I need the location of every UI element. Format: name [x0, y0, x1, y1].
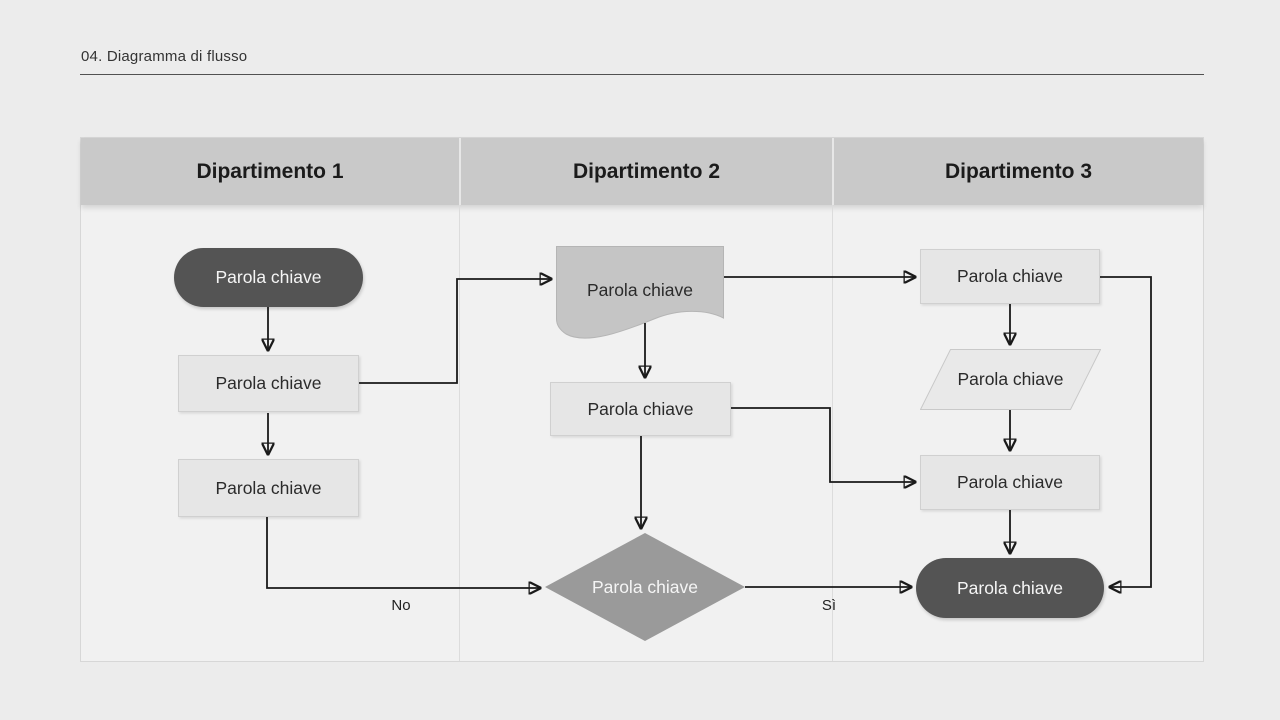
- node-process-a: Parola chiave: [178, 355, 359, 412]
- node-label: Parola chiave: [587, 398, 694, 419]
- page-title: 04. Diagramma di flusso: [81, 48, 248, 65]
- decision-diamond-shape: [545, 533, 745, 641]
- node-start-terminator: Parola chiave: [174, 248, 363, 307]
- node-decision: Parola chiave: [545, 533, 745, 641]
- title-divider: [80, 74, 1204, 75]
- node-label: Parola chiave: [586, 279, 694, 300]
- node-document: Parola chiave: [556, 246, 724, 346]
- node-process-c: Parola chiave: [550, 382, 731, 436]
- node-label: Parola chiave: [956, 266, 1064, 286]
- node-process-e: Parola chiave: [920, 455, 1100, 510]
- node-label: Parola chiave: [215, 477, 322, 498]
- node-label: Parola chiave: [957, 369, 1064, 389]
- node-end-terminator: Parola chiave: [916, 558, 1104, 618]
- node-label: Parola chiave: [215, 373, 322, 393]
- lane-header-dipartimento-2: Dipartimento 2: [459, 138, 832, 205]
- lane-header-dipartimento-3: Dipartimento 3: [832, 138, 1203, 205]
- edge-label-si: Sì: [821, 597, 837, 614]
- parallelogram-shape: [920, 349, 1101, 410]
- lane-header-dipartimento-1: Dipartimento 1: [196, 159, 344, 183]
- lane-header-band: Dipartimento 1 Dipartimento 2 Dipartimen…: [81, 138, 1203, 205]
- node-label: Parola chiave: [215, 267, 322, 287]
- document-shape: [556, 246, 724, 339]
- node-process-b: Parola chiave: [178, 459, 359, 517]
- node-label: Parola chiave: [956, 472, 1064, 492]
- node-process-d: Parola chiave: [920, 249, 1100, 304]
- edge-label-no: No: [391, 597, 411, 614]
- lane-divider-1: [459, 205, 460, 661]
- node-data-io: Parola chiave: [920, 349, 1101, 410]
- lane-divider-2: [832, 205, 833, 661]
- node-label: Parola chiave: [591, 576, 699, 597]
- node-label: Parola chiave: [956, 577, 1064, 598]
